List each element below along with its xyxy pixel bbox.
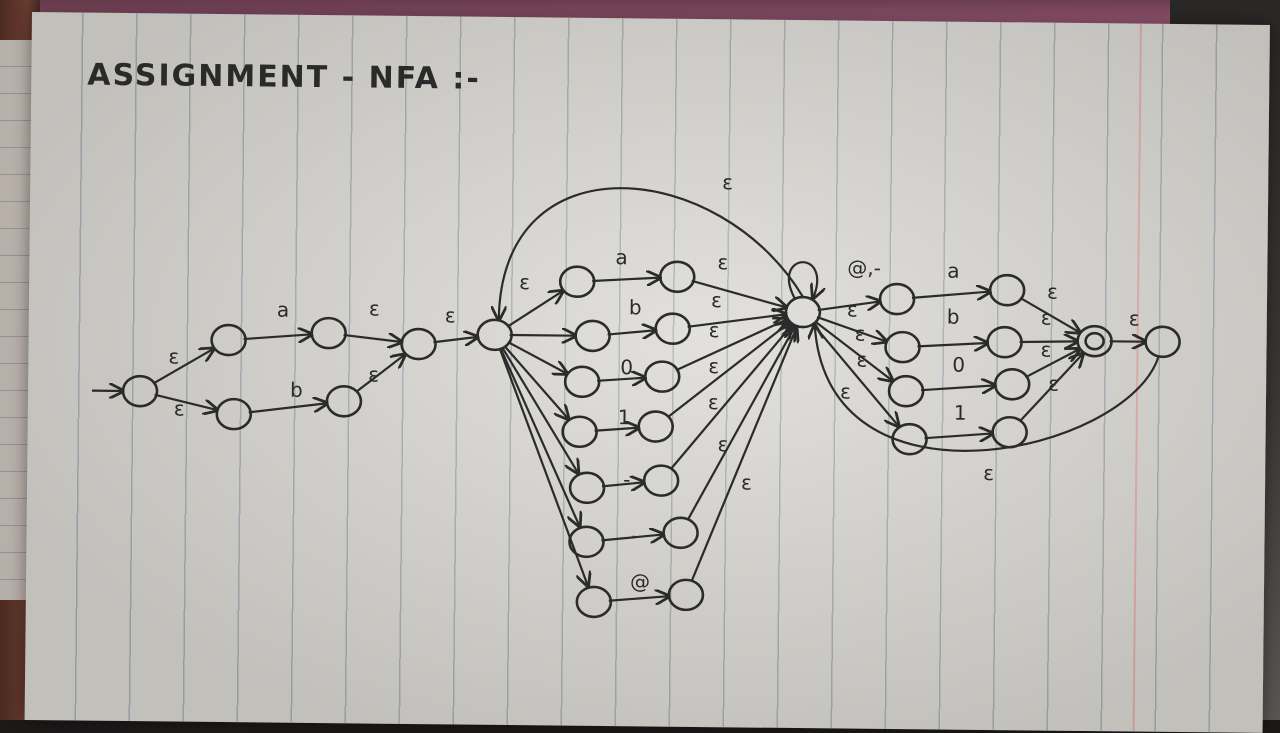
edge-label-ro2-q8: ε (1048, 372, 1059, 396)
edge-label-d1-d2: . (630, 519, 637, 543)
edge-label-b2-q7: ε (711, 288, 722, 312)
edge-label-rb1-rb2: b (947, 305, 960, 329)
state-q0 (123, 376, 157, 406)
state-a1 (560, 267, 594, 297)
edge-ro1-ro2 (925, 433, 993, 439)
edge-label-b1-b2: b (629, 295, 642, 319)
edge-label-q4-q5: ε (368, 363, 379, 387)
edge-label-a2-q7: ε (717, 250, 728, 274)
state-q2 (311, 318, 345, 348)
edge-q1-q2 (244, 334, 312, 340)
edge-label-q1-q2: a (277, 298, 290, 322)
state-o1 (562, 417, 596, 447)
state-q6 (477, 320, 511, 350)
edge-label-ra1-ra2: a (947, 259, 960, 283)
edge-label-o1-o2: 1 (618, 405, 631, 429)
edge-b1-b2 (608, 330, 656, 335)
state-a2 (660, 262, 694, 292)
edge-q2-q5 (343, 335, 401, 342)
edge-label-rb2-q8: ε (1041, 306, 1052, 330)
edge-q6-m1 (501, 348, 579, 474)
edge-label-q7-rb1: ε (855, 322, 866, 346)
edge-label-z1-z2: 0 (620, 355, 633, 379)
edge-label-z2-q7: ε (709, 318, 720, 342)
page-title: ASSIGNMENT - NFA :- (87, 58, 481, 97)
state-rz1 (889, 376, 923, 406)
edge-q6-a1 (507, 290, 563, 327)
state-q8-accept-ring (1086, 333, 1104, 349)
state-z1 (565, 367, 599, 397)
state-b2 (656, 314, 690, 344)
state-rb1 (885, 332, 919, 362)
edge-label-ra2-q8: ε (1047, 280, 1058, 304)
edge-label-q0-q1: ε (168, 344, 179, 368)
edge-label-q5-q6: ε (445, 303, 456, 327)
edge-label-m1-m2: - (623, 467, 630, 491)
edge-label-rz2-q8: ε (1040, 338, 1051, 362)
state-ro2 (992, 417, 1026, 447)
edge-label-d2-q7: ε (717, 432, 728, 456)
edge-t1-t2 (609, 596, 669, 602)
state-t2 (669, 580, 703, 610)
state-m2 (644, 465, 678, 495)
edge-label-q7-ro1: ε (840, 379, 851, 403)
edge-q5-q6 (433, 336, 477, 342)
edge-q3-q4 (249, 402, 327, 413)
edge-label-q3-q4: b (290, 378, 303, 402)
state-q5 (401, 329, 435, 359)
edge-q6-b1 (510, 335, 576, 336)
edge-rz1-rz2 (921, 385, 995, 391)
state-rz2 (995, 369, 1029, 399)
edge-label-q8-q9: ε (1129, 307, 1140, 331)
edge-label-ro1-ro2: 1 (954, 401, 967, 425)
edge-a1-a2 (592, 277, 660, 282)
edge-label-q6-a1: ε (519, 270, 530, 294)
edge-label-q0-q3: ε (174, 397, 185, 421)
state-d1 (569, 527, 603, 557)
state-z2 (645, 361, 679, 391)
state-o2 (639, 411, 673, 441)
state-t1 (577, 587, 611, 617)
edge-o1-o2 (595, 427, 639, 431)
state-q3 (217, 399, 251, 429)
edge-label-q2-q5: ε (369, 297, 380, 321)
edge-label-t1-t2: @ (630, 569, 650, 593)
state-ra2 (990, 275, 1024, 305)
edge-q6-t1 (497, 349, 590, 586)
edge-label-q7-q6: ε (722, 170, 733, 194)
edge-label-rz1-rz2: 0 (952, 353, 965, 377)
state-m1 (570, 473, 604, 503)
edge-label-o2-q7: ε (708, 354, 719, 378)
state-d2 (663, 518, 697, 548)
edge-ra1-ra2 (912, 291, 990, 299)
state-b1 (575, 321, 609, 351)
edge-q0-q1 (153, 348, 214, 384)
edge-label-t2-q7: ε (741, 470, 752, 494)
edge-q0-q3 (154, 395, 217, 410)
nfa-diagram: ASSIGNMENT - NFA :- εεabεεεεab01-.@εεεεε… (25, 12, 1270, 733)
state-q9 (1145, 327, 1179, 357)
state-q4 (327, 386, 361, 416)
edge-label-m2-q7: ε (708, 390, 719, 414)
edge-label-q7-q7: @,- (847, 256, 881, 280)
edge-label-q7-rz1: ε (856, 348, 867, 372)
edge-rb1-rb2 (918, 342, 988, 347)
edge-label-q9-q7: ε (983, 461, 994, 485)
state-q8 (1077, 326, 1111, 356)
state-rb2 (987, 327, 1021, 357)
state-ra1 (880, 284, 914, 314)
edge-label-q7-ra1: ε (847, 298, 858, 322)
state-q7 (786, 297, 820, 327)
edge-a2-q7 (691, 281, 786, 308)
edge-q6-d1 (499, 349, 582, 527)
state-q1 (211, 325, 245, 355)
edge-label-a1-a2: a (615, 245, 628, 269)
edge-q4-q5 (356, 354, 405, 393)
